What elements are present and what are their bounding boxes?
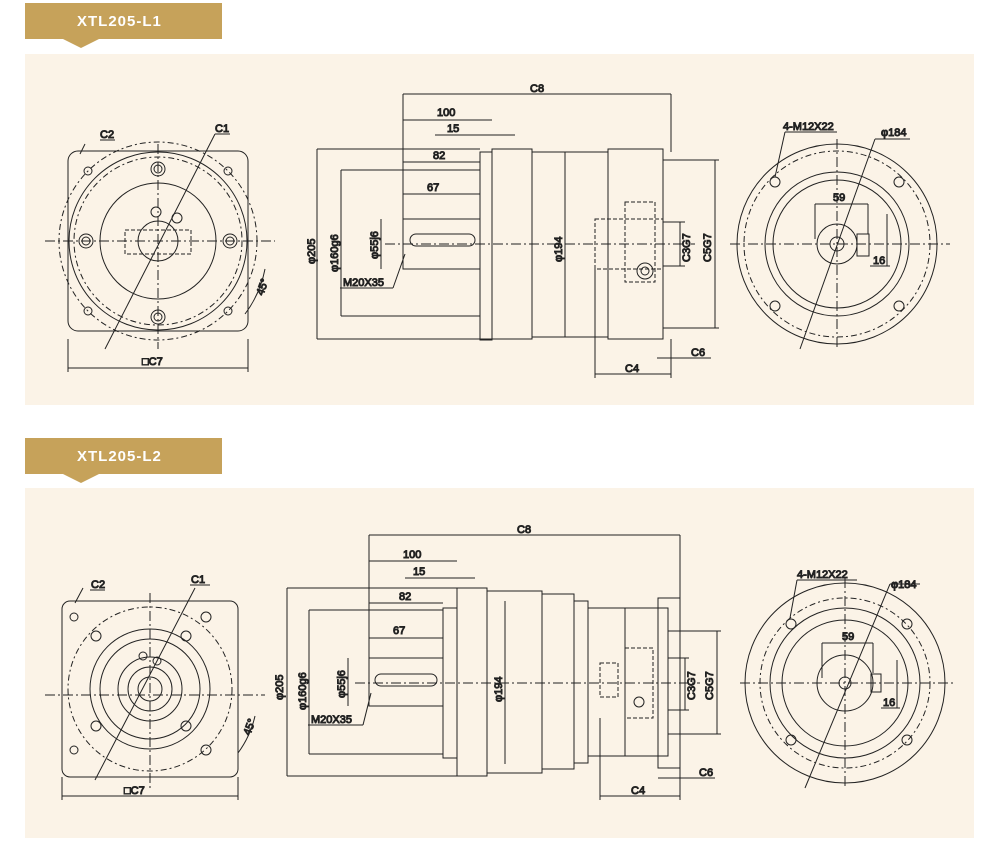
label-bolts: 4-M12X22	[797, 569, 848, 581]
side-view	[316, 93, 719, 378]
label-len100: 100	[403, 549, 421, 561]
label-len82: 82	[433, 150, 445, 162]
label-dia184: φ184	[881, 127, 907, 139]
label-angle: 45°	[242, 717, 259, 737]
label-dia160: φ160g6	[329, 234, 341, 272]
label-len100: 100	[437, 107, 455, 119]
side-view	[286, 534, 721, 800]
label-len15: 15	[413, 566, 425, 578]
rear-view	[730, 131, 950, 350]
label-len67: 67	[427, 182, 439, 194]
label-dia184: φ184	[891, 579, 917, 591]
label-c2: C2	[91, 579, 105, 591]
label-dia205: φ205	[306, 239, 318, 265]
label-bolts: 4-M12X22	[783, 121, 834, 133]
label-overall: C8	[530, 83, 544, 95]
label-key59: 59	[833, 192, 845, 204]
label-len67: 67	[393, 625, 405, 637]
label-angle: 45°	[255, 277, 272, 297]
label-c4: C4	[631, 785, 645, 797]
front-view	[45, 133, 275, 372]
label-c1: C1	[215, 123, 229, 135]
label-c5: C5G7	[704, 671, 716, 700]
label-width: □C7	[142, 356, 163, 368]
label-c1: C1	[191, 574, 205, 586]
label-key16: 16	[883, 697, 895, 709]
front-view	[45, 584, 265, 800]
label-width: □C7	[124, 785, 145, 797]
label-dia160: φ160g6	[297, 672, 309, 710]
rear-view	[740, 578, 955, 789]
label-c6: C6	[691, 347, 705, 359]
technical-drawing-l2: C2 C1 45° □C7	[45, 524, 955, 800]
label-dia55: φ55j6	[336, 670, 348, 698]
section-tag-l2: XTL205-L2	[25, 438, 222, 483]
label-len15: 15	[447, 123, 459, 135]
label-dia194: φ194	[493, 677, 505, 703]
label-dia55: φ55j6	[369, 231, 381, 259]
label-thread: M20X35	[343, 277, 384, 289]
label-dia205: φ205	[274, 675, 286, 701]
label-c2: C2	[100, 129, 114, 141]
drawing-panel-l2: C2 C1 45° □C7	[25, 488, 974, 838]
section-title: XTL205-L1	[77, 12, 162, 30]
section-tag-l1: XTL205-L1	[25, 3, 222, 48]
label-c5: C5G7	[702, 233, 714, 262]
technical-drawing-l1: C2 C1 45° □C7	[45, 83, 950, 378]
label-key16: 16	[873, 255, 885, 267]
label-len82: 82	[399, 591, 411, 603]
label-thread: M20X35	[311, 714, 352, 726]
label-c3: C3G7	[681, 233, 693, 262]
section-title: XTL205-L2	[77, 447, 162, 465]
label-overall: C8	[517, 524, 531, 536]
label-c3: C3G7	[686, 671, 698, 700]
drawing-panel-l1: C2 C1 45° □C7	[25, 54, 974, 405]
label-c6: C6	[699, 767, 713, 779]
label-key59: 59	[842, 631, 854, 643]
label-dia194: φ194	[553, 237, 565, 263]
label-c4: C4	[625, 363, 639, 375]
